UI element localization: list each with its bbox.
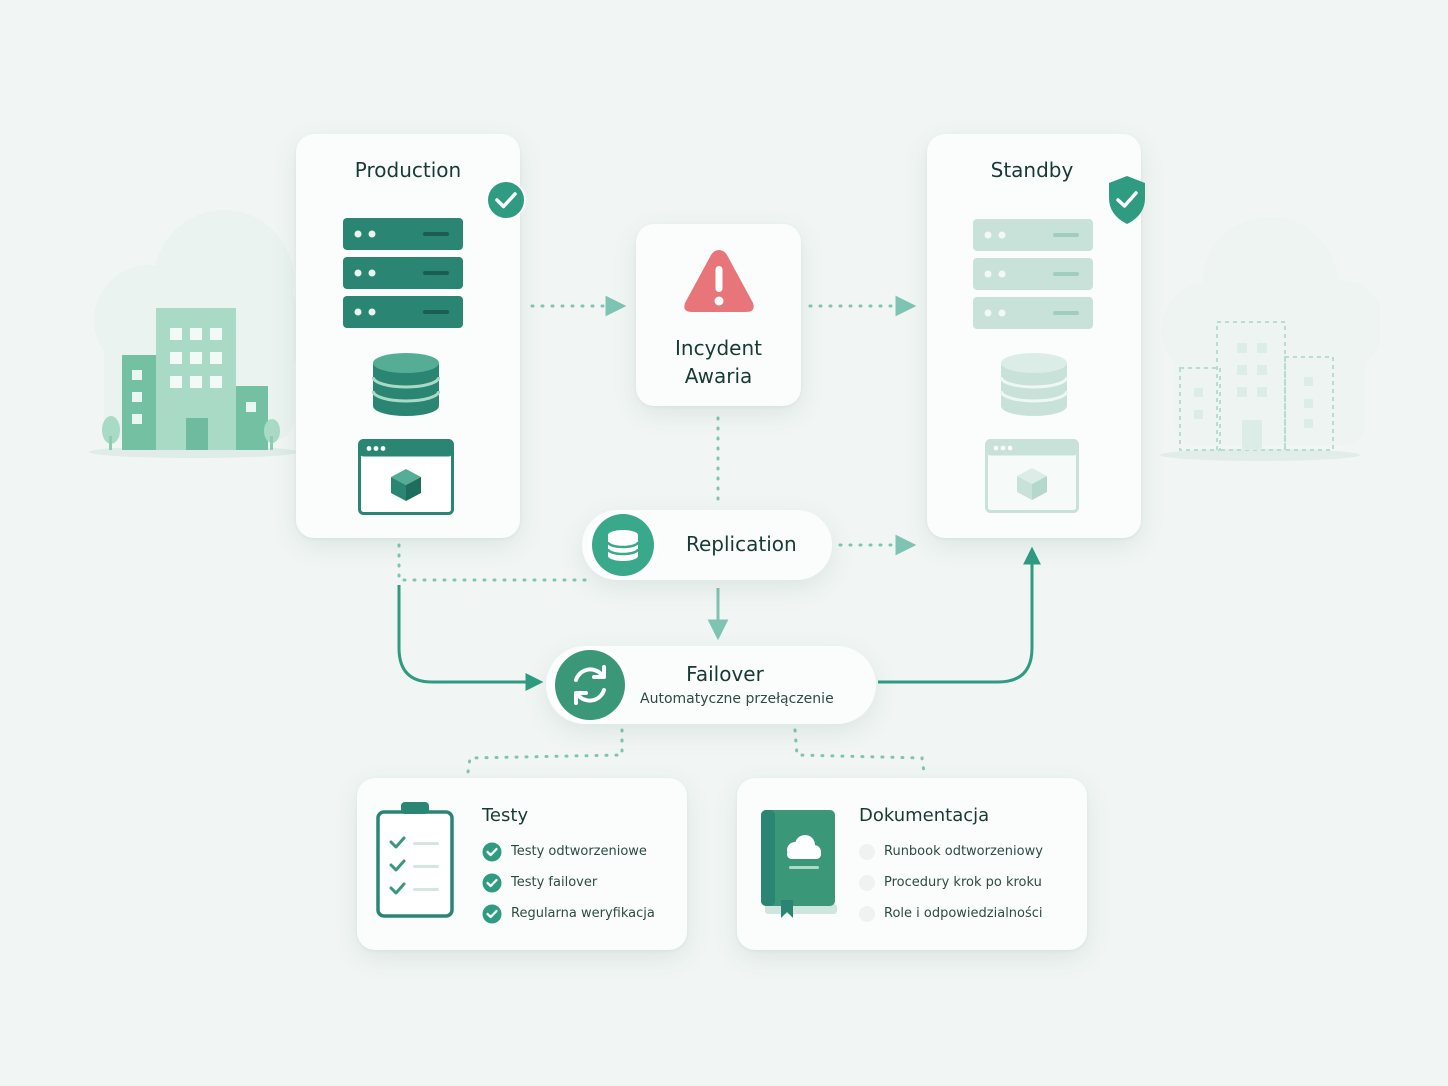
connector-production-replication [397,543,592,582]
clipboard-checklist-icon [376,802,454,918]
tests-card[interactable]: Testy Testy odtworzeniowe Testy failover… [357,778,687,950]
replication-label: Replication [686,532,797,556]
empty-circle-icon [859,906,875,922]
docs-item: Runbook odtworzeniowy [884,844,1043,859]
failover-subtitle: Automatyczne przełączenie [640,691,834,707]
app-window-icon [985,439,1079,513]
connector-failover-docs [793,728,926,774]
arrow-failover-standby [878,546,1041,684]
check-circle-icon [482,842,502,862]
empty-circle-icon [859,875,875,891]
check-circle-icon [482,904,502,924]
production-card[interactable]: Production [296,134,526,538]
tests-item: Testy odtworzeniowe [511,844,647,859]
arrow-production-failover [397,585,544,691]
production-site-illustration [89,210,306,458]
sync-icon [551,646,629,724]
docs-card[interactable]: Dokumentacja Runbook odtworzeniowy Proce… [737,778,1087,950]
standby-title: Standby [990,158,1074,182]
database-icon [372,353,440,416]
standby-card[interactable]: Standby [927,134,1145,538]
standby-site-illustration [1160,217,1380,461]
tests-title: Testy [482,805,529,826]
database-icon [588,510,658,580]
tests-item: Testy failover [511,875,598,890]
server-rack-icon [343,218,463,328]
server-rack-icon [973,219,1093,329]
failover-title: Failover [686,662,764,686]
check-circle-icon [486,180,526,220]
docs-item: Role i odpowiedzialności [884,906,1043,921]
docs-title: Dokumentacja [859,805,990,826]
failover-pill[interactable]: Failover Automatyczne przełączenie [546,646,876,724]
app-window-icon [358,439,454,515]
check-circle-icon [482,873,502,893]
tests-item: Regularna weryfikacja [511,906,655,921]
docs-item: Procedury krok po kroku [884,875,1042,890]
shield-check-icon [1109,176,1145,224]
incident-card[interactable]: Incydent Awaria [636,224,801,406]
warning-triangle-icon [684,250,754,312]
incident-label-line1: Incydent [675,336,762,360]
incident-label-line2: Awaria [684,364,753,388]
database-icon [1000,353,1068,416]
production-title: Production [354,158,462,182]
connector-failover-tests [466,728,624,774]
book-cloud-icon [761,810,837,918]
replication-pill[interactable]: Replication [582,510,832,580]
empty-circle-icon [859,844,875,860]
